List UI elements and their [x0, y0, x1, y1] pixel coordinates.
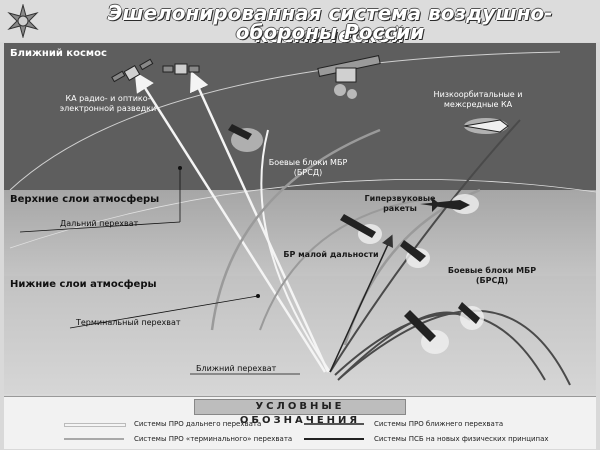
icbm-warhead-space-icon — [228, 124, 263, 152]
recon-satellites-label: КА радио- и оптико- электронной разведки — [59, 94, 157, 113]
legend-swatch-near — [304, 423, 364, 425]
hypersonic-missile-icon — [420, 194, 479, 214]
page-title-line-2: обороны России — [235, 20, 425, 44]
legend-swatch-psb — [304, 438, 364, 440]
icbm-warheads-atm-label: Боевые блоки МБР (БРСД) — [447, 266, 537, 285]
legend-item-long-range: Системы ПРО дальнего перехвата — [64, 417, 324, 431]
upper-arc — [9, 179, 597, 249]
legend-item-terminal: Системы ПРО «терминального» перехвата — [64, 432, 324, 446]
title-bar: Эшелонированная система воздушно-космиче… — [0, 0, 600, 46]
orbit-arc — [9, 51, 561, 191]
hypersonic-label: Гиперзвуковые ракеты — [364, 194, 436, 213]
space-station-icon — [317, 55, 381, 99]
legend-label-near: Системы ПРО ближнего перехвата — [374, 420, 504, 428]
defense-diagram — [9, 51, 597, 386]
near-intercept-label: Ближний перехват — [196, 364, 277, 373]
long-range-trajectory-1 — [134, 71, 327, 373]
long-range-trajectory-2 — [190, 70, 330, 373]
long-range-trajectory-3 — [260, 129, 331, 373]
legend: УСЛОВНЫЕ ОБОЗНАЧЕНИЯ Системы ПРО дальнег… — [4, 396, 596, 449]
terminal-intercept-label: Терминальный перехват — [76, 318, 181, 327]
terminal-leader — [69, 295, 259, 329]
near-space-zone — [4, 43, 596, 190]
recon-satellite-icon-2 — [162, 63, 200, 75]
psb-beam — [329, 234, 393, 373]
near-intercept-4 — [337, 311, 471, 381]
star-emblem-icon — [7, 4, 39, 38]
zone-label-upper: Верхние слои атмосферы — [10, 194, 160, 205]
warhead-lower-icon-1 — [458, 302, 484, 330]
low-orbit-sc-label: Низкоорбитальные и межсредные КА — [433, 90, 523, 109]
legend-swatch-terminal — [64, 438, 124, 440]
long-range-intercept-label: Дальний перехват — [60, 219, 139, 228]
terminal-arc-1 — [210, 128, 381, 331]
legend-item-near: Системы ПРО ближнего перехвата — [304, 417, 584, 431]
warhead-lower-icon-2 — [404, 310, 449, 354]
page-title-line-1: Эшелонированная система воздушно-космиче… — [107, 1, 553, 47]
legend-title: УСЛОВНЫЕ ОБОЗНАЧЕНИЯ — [194, 399, 406, 426]
short-range-bm-label: БР малой дальности — [283, 250, 379, 259]
icbm-warheads-space-label: Боевые блоки МБР (БРСД) — [268, 158, 348, 177]
zone-label-near-space: Ближний космос — [10, 48, 107, 59]
near-intercept-1 — [329, 119, 521, 373]
legend-label-psb: Системы ПСБ на новых физических принципа… — [374, 435, 549, 443]
zone-label-lower: Нижние слои атмосферы — [10, 279, 157, 290]
legend-swatch-long-range — [64, 423, 126, 427]
legend-label-long-range: Системы ПРО дальнего перехвата — [134, 420, 262, 428]
legend-item-psb: Системы ПСБ на новых физических принципа… — [304, 432, 584, 446]
icbm-warhead-atm-icon — [400, 240, 430, 268]
legend-label-terminal: Системы ПРО «терминального» перехвата — [134, 435, 293, 443]
terminal-arc-3 — [259, 199, 421, 331]
space-shuttle-icon — [463, 118, 509, 134]
short-range-bm-icon — [340, 214, 382, 244]
recon-satellite-icon-1 — [111, 58, 154, 83]
